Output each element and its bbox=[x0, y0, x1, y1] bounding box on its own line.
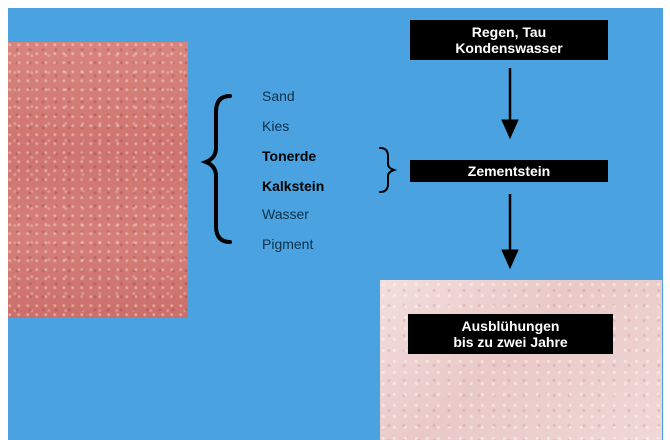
ingredient-tonerde: Tonerde bbox=[262, 148, 316, 164]
box-middle-label: Zementstein bbox=[468, 163, 550, 179]
ingredient-kalkstein: Kalkstein bbox=[262, 178, 324, 194]
large-brace bbox=[206, 96, 230, 242]
ingredient-pigment: Pigment bbox=[262, 236, 313, 252]
ingredient-wasser: Wasser bbox=[262, 206, 309, 222]
box-zementstein: Zementstein bbox=[410, 160, 608, 182]
arrow-down-2 bbox=[502, 194, 518, 268]
ingredient-sand: Sand bbox=[262, 88, 295, 104]
box-rain-dew-condensation: Regen, Tau Kondenswasser bbox=[410, 20, 608, 60]
diagram-lines bbox=[8, 8, 663, 440]
box-bottom-line2: bis zu zwei Jahre bbox=[408, 334, 613, 350]
box-bottom-line1: Ausblühungen bbox=[408, 318, 613, 334]
diagram-panel: Sand Kies Tonerde Kalkstein Wasser Pigme… bbox=[8, 8, 663, 440]
box-efflorescence: Ausblühungen bis zu zwei Jahre bbox=[408, 314, 613, 354]
box-top-line1: Regen, Tau bbox=[410, 24, 608, 40]
box-top-line2: Kondenswasser bbox=[410, 40, 608, 56]
ingredient-kies: Kies bbox=[262, 118, 289, 134]
small-brace bbox=[380, 148, 394, 192]
arrow-down-1 bbox=[502, 68, 518, 138]
